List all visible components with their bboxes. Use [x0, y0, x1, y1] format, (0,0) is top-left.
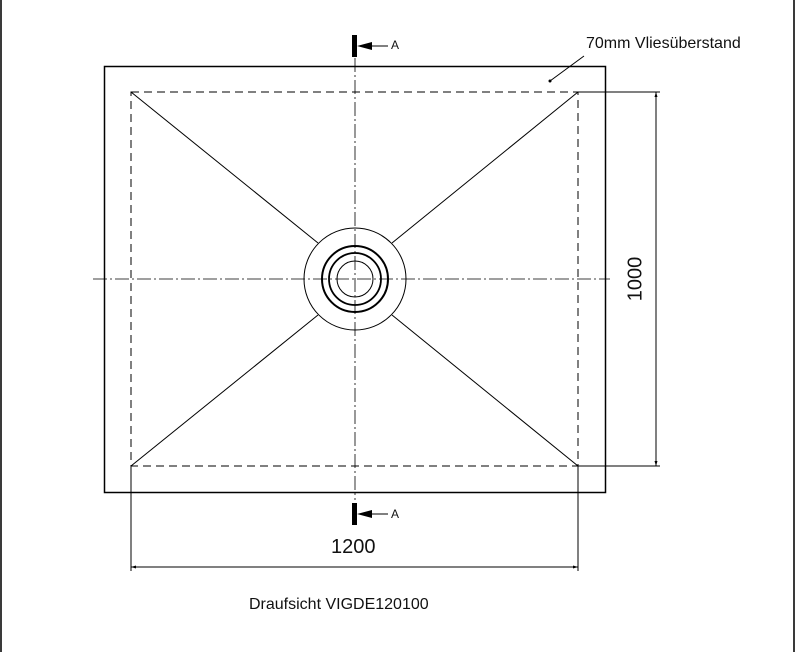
inner-tray-outline — [130, 91, 579, 467]
width-dimension-label: 1200 — [331, 536, 376, 558]
slope-lines — [130, 91, 579, 467]
section-marker-top — [352, 35, 388, 57]
section-label-top: A — [391, 38, 400, 52]
height-dimension-label: 1000 — [624, 256, 647, 302]
section-marker-bottom — [352, 503, 388, 525]
window-border-left — [0, 0, 2, 652]
section-label-bottom: A — [391, 507, 400, 521]
window-border-right — [793, 0, 795, 652]
note-leader — [548, 55, 585, 83]
drain-icon — [303, 227, 407, 331]
height-dimension — [578, 91, 660, 467]
fleece-overhang-note: 70mm Vliesüberstand — [586, 35, 741, 52]
drawing-caption: Draufsicht VIGDE120100 — [249, 596, 429, 613]
width-dimension — [130, 466, 579, 571]
centerlines — [93, 58, 610, 500]
